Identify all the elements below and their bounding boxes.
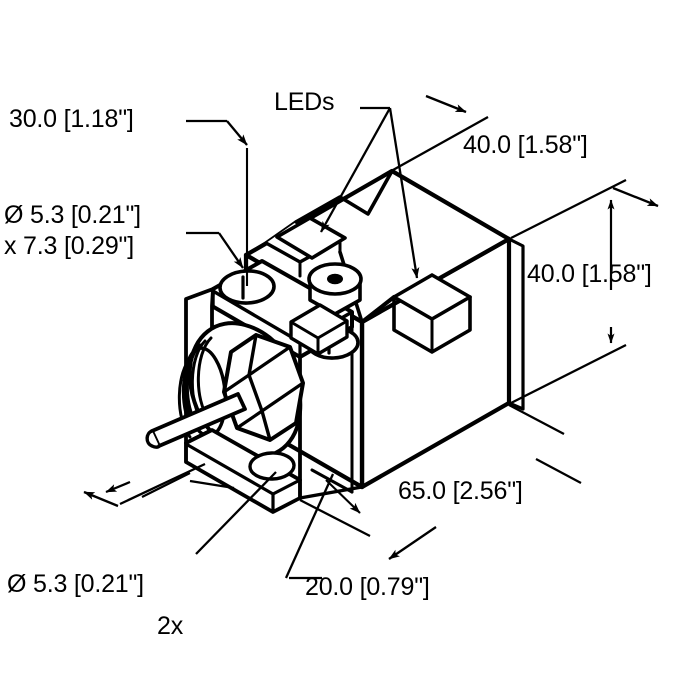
dimension-label-width-30: 30.0 [1.18"]	[9, 105, 134, 133]
leader-leds	[319, 106, 420, 279]
dim-offset-20	[284, 473, 437, 580]
terminal-block-detail	[289, 303, 349, 356]
hex-nut	[222, 333, 305, 442]
dimension-label-depth-40: 40.0 [1.58"]	[463, 131, 588, 159]
leader-bottom-left-ref	[83, 462, 206, 508]
dimension-lines	[83, 94, 659, 580]
leader-hole-dia	[105, 471, 277, 555]
housing-bottom-rim	[298, 468, 364, 500]
dimension-label-offset-20: 20.0 [0.79"]	[305, 573, 430, 601]
led-window-left	[275, 216, 347, 260]
dim-depth-40	[392, 94, 489, 172]
led-window-right	[392, 273, 472, 354]
dim-height-40	[510, 178, 659, 405]
leader-width-30	[186, 119, 249, 286]
dimension-label-length-65: 65.0 [2.56"]	[398, 477, 523, 505]
dim-length-65	[299, 403, 582, 538]
housing-rear-face	[507, 237, 525, 411]
sensor-body	[145, 168, 525, 514]
leader-slot-dim	[186, 231, 244, 269]
cable	[145, 392, 247, 449]
dimension-label-hole-dia: Ø 5.3 [0.21"]	[7, 570, 144, 598]
dimension-label-height-40: 40.0 [1.58"]	[527, 260, 652, 288]
hex-bolt	[307, 262, 363, 316]
annotation-label-leds: LEDs	[274, 88, 335, 116]
dimension-label-slot: Ø 5.3 [0.21"] x 7.3 [0.29"]	[4, 201, 141, 260]
mounting-hole-bottom	[248, 451, 296, 481]
dimension-label-hole-qty: 2x	[157, 612, 184, 640]
